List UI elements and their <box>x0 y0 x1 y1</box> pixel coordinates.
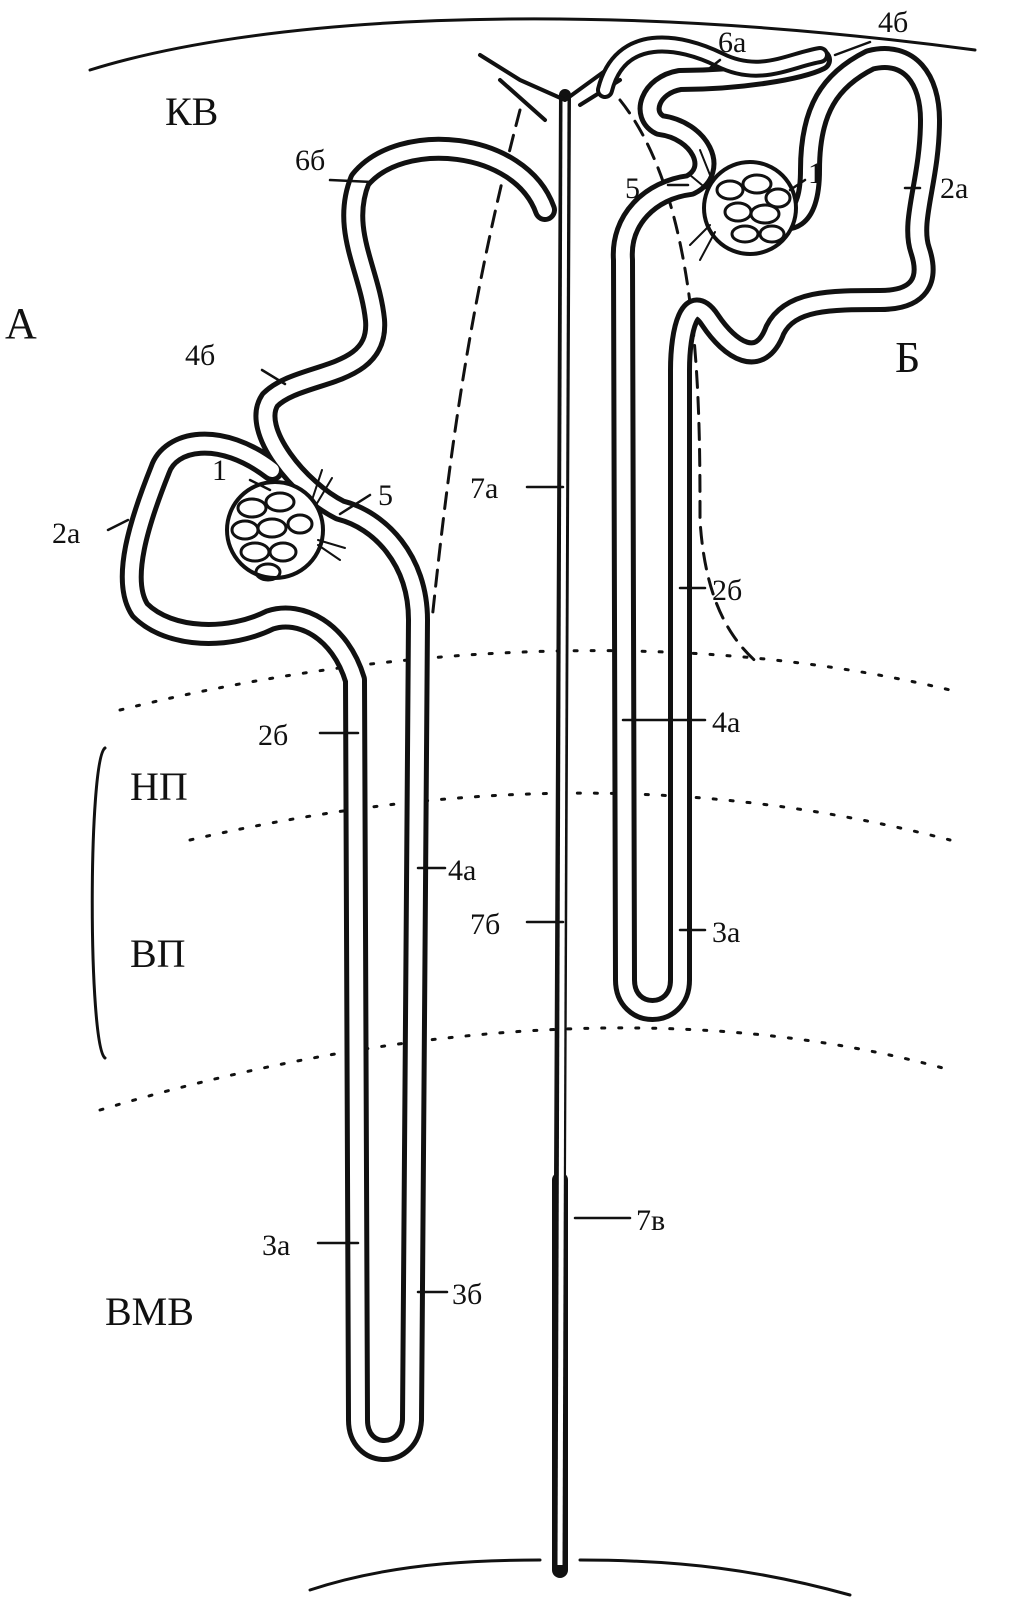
label-b-6a: 6а <box>718 26 746 59</box>
label-a-4b: 4б <box>185 339 215 372</box>
leader-line <box>106 518 130 532</box>
nephron-b-capillary-loop <box>764 187 792 209</box>
zone-label-cortex: КВ <box>165 89 218 134</box>
papilla-outline <box>308 1558 852 1597</box>
zone-boundaries <box>98 649 952 1112</box>
leader-lines <box>106 40 922 1294</box>
cortex-medulla-boundary <box>118 649 952 712</box>
label-a-2a: 2а <box>52 517 80 550</box>
nephron-a-capillary-loop <box>254 562 282 582</box>
label-c-7b: 7б <box>470 908 500 941</box>
nephron-b-lumen <box>615 51 937 1017</box>
label-a-2b: 2б <box>258 719 288 752</box>
label-b-2a: 2а <box>940 172 968 205</box>
panel-label-left: А <box>5 299 37 348</box>
nephron-a <box>119 136 557 1462</box>
leader-line <box>260 368 287 386</box>
interlobular-vessel-left <box>430 108 522 622</box>
label-b-5: 5 <box>625 172 640 205</box>
zone-label-outer-stripe: НП <box>130 764 188 809</box>
collecting-duct <box>308 53 852 1597</box>
leader-line <box>708 58 722 70</box>
nephron-b-arterioles <box>689 149 716 261</box>
label-a-4a: 4а <box>448 854 476 887</box>
nephron-a-capillary-loop <box>264 491 296 513</box>
panel-label-right: Б <box>895 333 920 382</box>
nephron-b <box>596 35 942 1022</box>
label-c-7a: 7а <box>470 472 498 505</box>
nephron-b-capillary-loop <box>749 203 781 225</box>
label-a-5: 5 <box>378 479 393 512</box>
nephron-b-glomerulus <box>689 149 798 261</box>
nephron-a-lumen <box>124 141 552 1457</box>
nephron-a-capillary-loop <box>286 513 314 535</box>
label-b-4a: 4а <box>712 706 740 739</box>
leader-line <box>788 178 807 192</box>
nephron-a-arterioles <box>311 469 346 561</box>
label-a-3a: 3а <box>262 1229 290 1262</box>
nephron-b-capillary-loop <box>730 224 760 244</box>
label-b-2b: 2б <box>712 574 742 607</box>
zone-label-inner-stripe: ВП <box>130 931 186 976</box>
outer-medulla-bracket <box>90 746 107 1060</box>
nephron-a-capillary-loop <box>236 497 268 519</box>
label-a-3b: 3б <box>452 1278 482 1311</box>
label-a-6b: 6б <box>295 144 325 177</box>
leader-line <box>248 478 272 492</box>
nephron-a-capillary-loop <box>256 517 288 539</box>
label-b-4b: 4б <box>878 6 908 39</box>
leader-line <box>833 40 872 57</box>
nephron-a-glomerulus <box>225 469 346 582</box>
label-b-1: 1 <box>808 157 823 190</box>
outer-inner-stripe-boundary <box>188 791 952 842</box>
label-a-1: 1 <box>212 454 227 487</box>
kidney-surface-line <box>88 17 977 72</box>
collecting-duct-lumen <box>557 99 568 1566</box>
zone-label-inner-medulla: ВМВ <box>105 1289 194 1334</box>
nephron-a-capillary-loop <box>268 541 298 563</box>
leader-line <box>328 178 374 184</box>
nephron-b-capillary-loop <box>741 173 773 195</box>
nephron-b-capillary-loop <box>715 179 745 201</box>
leader-line <box>338 493 372 516</box>
label-c-7v: 7в <box>636 1204 665 1237</box>
stripe-inner-medulla-boundary <box>98 1026 952 1112</box>
nephron-b-capillary-loop <box>758 224 786 244</box>
label-b-3a: 3а <box>712 916 740 949</box>
